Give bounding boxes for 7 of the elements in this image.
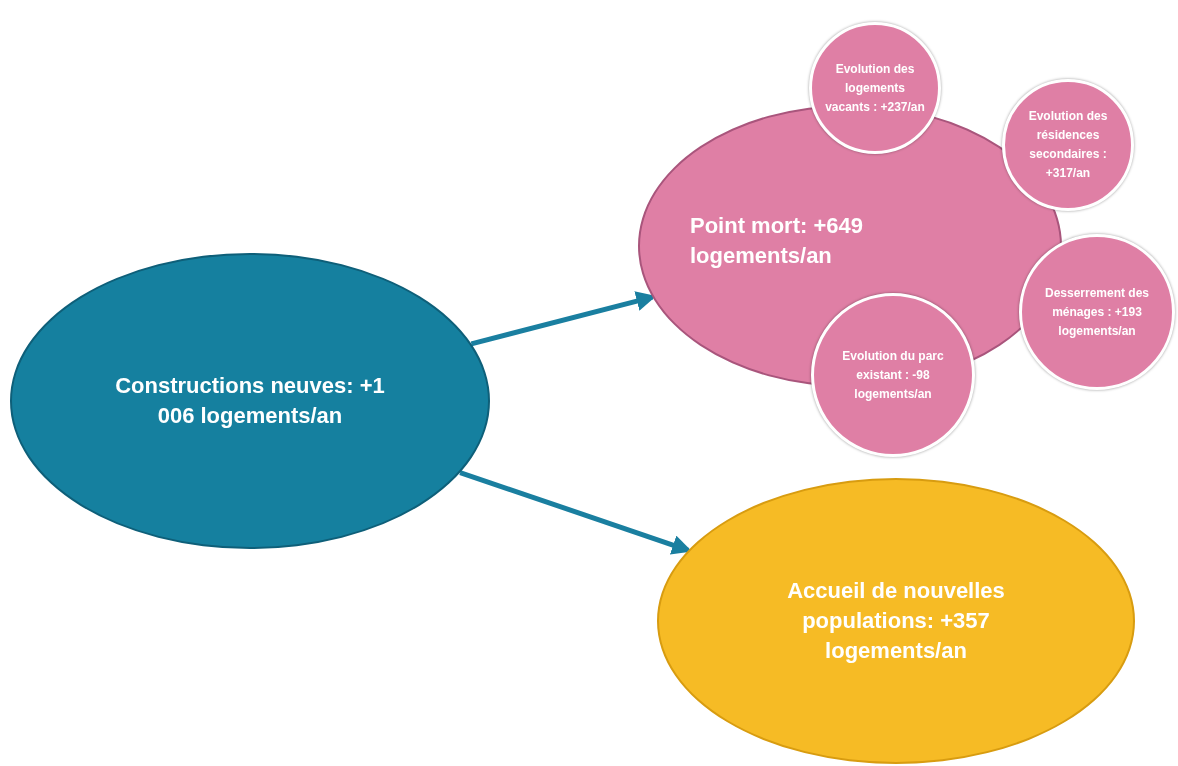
node-label: Desserrement des ménages : +193 logements/an — [1043, 284, 1151, 340]
node-label: Evolution des résidences secondaires : +317/an — [1027, 108, 1109, 182]
node-label: Point mort: +649 logements/an — [690, 212, 864, 270]
node-label: Constructions neuves: +1 006 logements/an — [114, 372, 386, 430]
node-label: Evolution du parc existant : -98 logements/an — [841, 347, 945, 403]
node-label: Evolution des logements vacants : +237/an — [825, 60, 925, 116]
node-label: Accueil de nouvelles populations: +357 logements/an — [786, 577, 1006, 665]
